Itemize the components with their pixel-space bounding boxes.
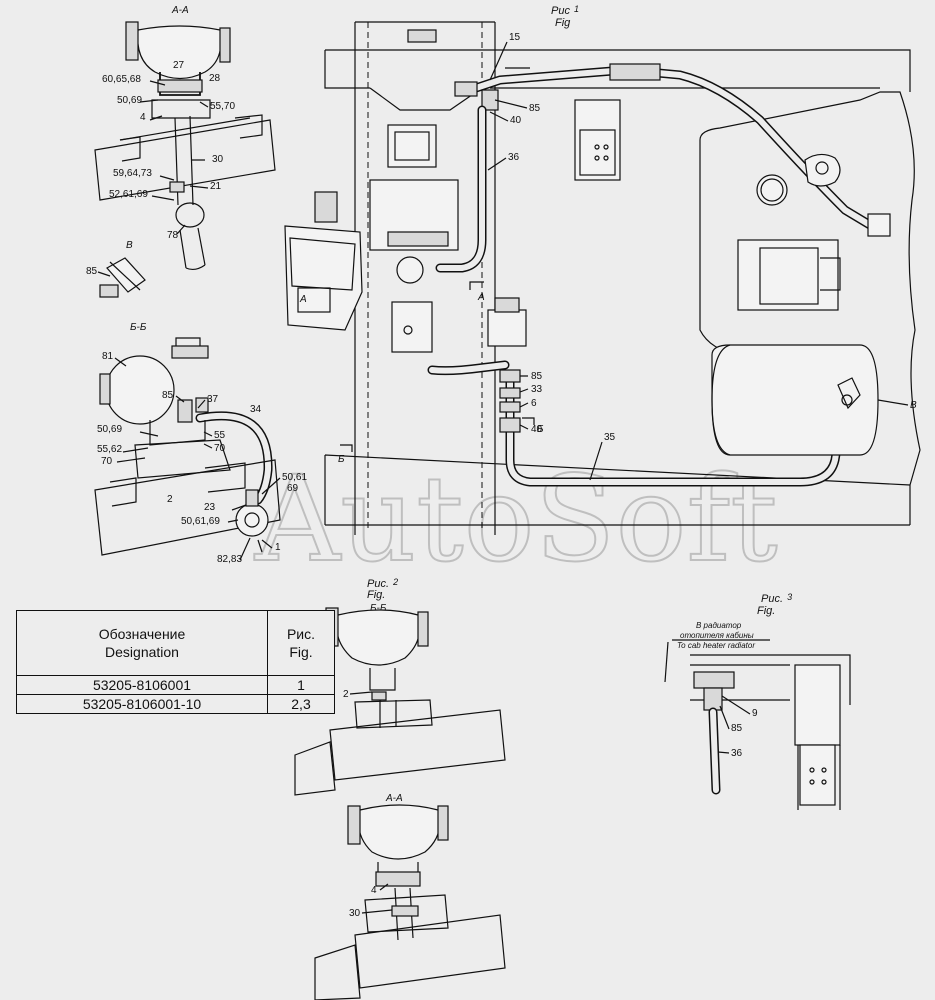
label-85-viewb: 85 — [86, 266, 98, 277]
label-30-fig2: 30 — [349, 908, 361, 919]
fig3-title-ru: Рис. 3 — [761, 592, 792, 605]
label-35: 35 — [604, 432, 616, 443]
designation-cell: 53205-8106001 — [16, 675, 268, 695]
label-37: 37 — [207, 394, 219, 405]
header-fig-ru: Рис. — [286, 626, 316, 642]
table-row: 53205-8106001 1 — [16, 675, 335, 695]
section-aa-top-title: A-A — [171, 5, 189, 16]
fig2-aa-labels: 4 30 — [349, 883, 393, 919]
label-50-61-bb: 50,61 — [282, 472, 307, 483]
label-85-bb: 85 — [162, 390, 174, 401]
fig2-aa-title: A-A — [385, 793, 403, 804]
label-69-bb: 69 — [287, 483, 299, 494]
cut-a-upper: A — [477, 292, 485, 303]
label-55-bb: 55 — [214, 430, 226, 441]
view-b-title: B — [126, 240, 133, 251]
label-85-main-top: 85 — [529, 103, 541, 114]
label-30: 30 — [212, 154, 224, 165]
fig3-note-line3: To cab heater radiator — [677, 641, 755, 650]
section-bb-left-labels: 81 85 37 34 50,69 55 70 55,62 70 2 23 50… — [97, 351, 307, 565]
table-header-row: Обозначение Designation Рис. Fig. — [16, 610, 335, 676]
section-bb-left: Б-Б — [94, 322, 281, 556]
label-85-fig3: 85 — [731, 723, 743, 734]
view-b-detail: B 85 — [86, 240, 146, 298]
label-50-61-69-bb: 50,61,69 — [181, 516, 220, 527]
fig1-title-en: Fig — [555, 17, 571, 29]
label-27: 27 — [173, 60, 185, 71]
label-55-70: 55,70 — [210, 101, 235, 112]
label-36: 36 — [508, 152, 520, 163]
view-b-right: B — [910, 400, 917, 411]
designation-table: Обозначение Designation Рис. Fig. 53205-… — [16, 610, 335, 714]
fig1-main-labels: 15 85 40 36 85 33 6 40 35 A A Б Б B — [299, 32, 917, 481]
label-40-main-low: 40 — [531, 424, 543, 435]
label-40-main-top: 40 — [510, 115, 522, 126]
label-36-fig3: 36 — [731, 748, 743, 759]
section-aa-top-labels: 27 60,65,68 28 50,69 55,70 4 30 59,64,73… — [102, 60, 235, 241]
fig-cell: 1 — [267, 675, 335, 695]
fig2-title-ru: Рис. 2 — [367, 577, 398, 590]
label-59-64-73: 59,64,73 — [113, 168, 152, 179]
header-designation: Обозначение Designation — [16, 610, 268, 676]
cut-b-right: Б — [537, 424, 544, 435]
header-fig: Рис. Fig. — [267, 610, 335, 676]
fig1-title-ru: Рис 1 — [551, 4, 579, 17]
label-2-fig2: 2 — [343, 689, 349, 700]
label-6: 6 — [531, 398, 537, 409]
fig-cell: 2,3 — [267, 694, 335, 714]
label-82-83: 82,83 — [217, 554, 242, 565]
label-81: 81 — [102, 351, 114, 362]
label-50-69-bb: 50,69 — [97, 424, 122, 435]
label-15: 15 — [509, 32, 521, 43]
fig2-section-aa: A-A — [314, 793, 506, 1000]
fig3-detail: Рис. 3 Fig. В радиатор отопителя кабины … — [664, 592, 851, 810]
label-60-65-68: 60,65,68 — [102, 74, 141, 85]
section-bb-left-title: Б-Б — [130, 322, 147, 333]
fig3-note-line2: отопителя кабины — [680, 631, 754, 640]
fig3-note-line1: В радиатор — [696, 621, 742, 630]
label-2-bb: 2 — [167, 494, 173, 505]
label-4: 4 — [140, 112, 146, 123]
designation-cell: 53205-8106001-10 — [16, 694, 268, 714]
label-21: 21 — [210, 181, 222, 192]
fig3-labels: 9 85 36 — [717, 695, 758, 759]
label-50-69: 50,69 — [117, 95, 142, 106]
label-34: 34 — [250, 404, 262, 415]
label-55-62: 55,62 — [97, 444, 122, 455]
label-70-bb-right: 70 — [214, 443, 226, 454]
header-designation-ru: Обозначение — [98, 626, 186, 642]
cut-b-left: Б — [338, 454, 345, 465]
label-28: 28 — [209, 73, 221, 84]
table-row: 53205-8106001-10 2,3 — [16, 694, 335, 714]
label-85-main-low: 85 — [531, 371, 543, 382]
cut-a-lower: A — [299, 294, 307, 305]
header-designation-en: Designation — [105, 644, 179, 660]
label-9-fig3: 9 — [752, 708, 758, 719]
label-1: 1 — [275, 542, 281, 553]
label-33: 33 — [531, 384, 543, 395]
fig2-bb-labels: 2 — [343, 689, 373, 700]
label-23: 23 — [204, 502, 216, 513]
fig2-bb-title: Б-Б — [370, 603, 387, 614]
label-70-bb-left: 70 — [101, 456, 113, 467]
fig1-main-view: Рис 1 Fig — [284, 4, 921, 535]
fig2-title-en: Fig. — [367, 589, 385, 601]
label-78: 78 — [167, 230, 179, 241]
label-52-61-69: 52,61,69 — [109, 189, 148, 200]
label-4-fig2: 4 — [371, 885, 377, 896]
fig3-title-en: Fig. — [757, 605, 775, 617]
section-aa-top: A-A — [94, 5, 276, 271]
header-fig-en: Fig. — [289, 644, 313, 660]
